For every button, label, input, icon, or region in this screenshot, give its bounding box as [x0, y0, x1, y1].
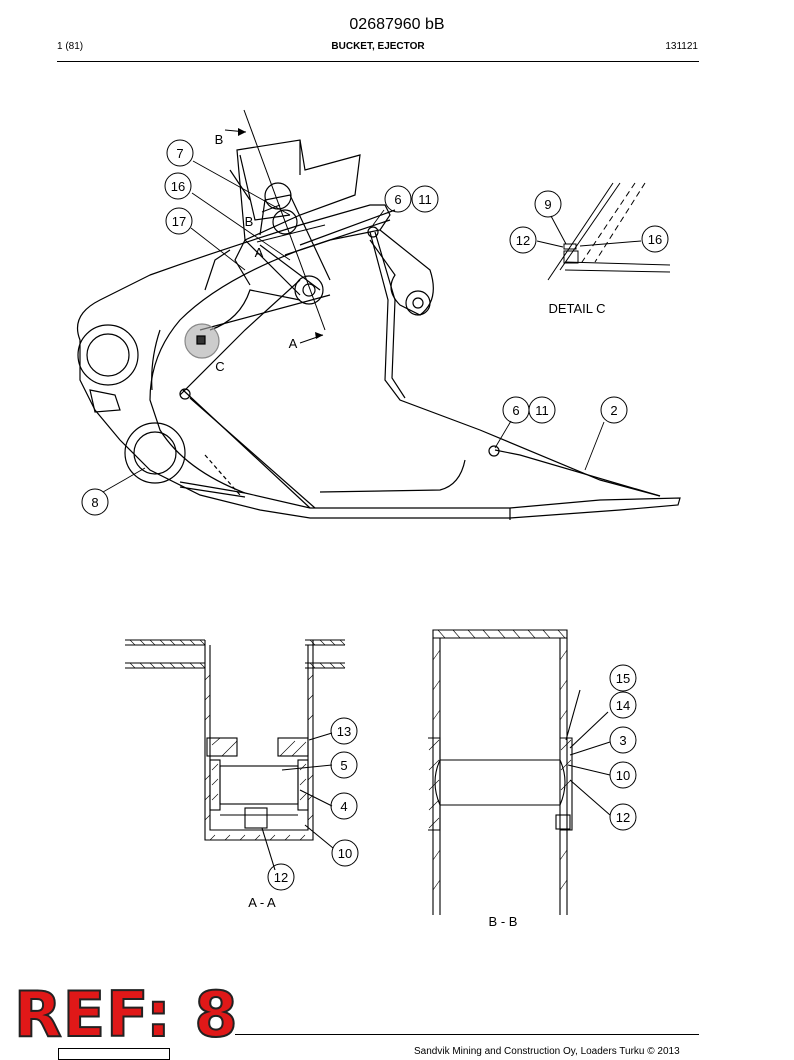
section-letter-a-bottom: A: [289, 336, 298, 351]
section-b-b-hatch: [428, 629, 572, 891]
callout-aa-10: 10: [338, 846, 352, 861]
callout-bb-10: 10: [616, 768, 630, 783]
callout-7: 7: [176, 146, 183, 161]
callout-bb-3: 3: [619, 733, 626, 748]
bucket-outline: [76, 139, 681, 520]
callout-8: 8: [91, 495, 98, 510]
section-a-a: [125, 639, 345, 871]
callout-17: 17: [172, 214, 186, 229]
callout-aa-4: 4: [340, 799, 347, 814]
section-letter-a-inner: A: [255, 245, 264, 260]
header-title: BUCKET, EJECTOR: [331, 41, 425, 52]
detail-c: [536, 182, 671, 281]
section-b-b-label: B - B: [489, 914, 518, 929]
leader-lines: [102, 160, 605, 493]
detail-letter-c: C: [215, 359, 224, 374]
callout-16-detail: 16: [648, 232, 662, 247]
section-letter-b-top: B: [215, 132, 224, 147]
callout-bb-15: 15: [616, 671, 630, 686]
callout-11: 11: [418, 192, 432, 207]
footer-rule: [235, 1034, 699, 1035]
section-arrows: [238, 128, 323, 339]
callout-11-lower: 11: [535, 403, 549, 418]
header-page: 1 (81): [57, 41, 84, 52]
header-doc-number: 02687960 bB: [349, 16, 445, 33]
callout-6-lower: 6: [512, 403, 519, 418]
detail-c-label: DETAIL C: [548, 301, 605, 316]
callout-circles: [81, 139, 669, 891]
section-a-a-label: A - A: [248, 895, 276, 910]
callout-aa-13: 13: [337, 724, 351, 739]
section-letter-b-inner: B: [245, 214, 254, 229]
header-rule: [57, 61, 699, 62]
callout-6: 6: [394, 192, 401, 207]
reference-stamp: REF: 8: [13, 978, 239, 1051]
callout-2: 2: [610, 403, 617, 418]
header-date-code: 131121: [665, 41, 698, 52]
callout-9: 9: [544, 197, 551, 212]
callout-aa-5: 5: [340, 758, 347, 773]
callout-12-detail: 12: [516, 233, 530, 248]
footer-copyright: Sandvik Mining and Construction Oy, Load…: [414, 1046, 680, 1057]
callout-aa-12: 12: [274, 870, 288, 885]
section-a-a-hatch: [129, 639, 346, 841]
detail-c-marker: [184, 323, 220, 359]
section-b-b: [428, 629, 611, 915]
callout-16: 16: [171, 179, 185, 194]
callout-bb-14: 14: [616, 698, 630, 713]
section-lines: [224, 109, 326, 344]
callout-bb-12: 12: [616, 810, 630, 825]
pivot-bosses: [77, 182, 500, 484]
brand-logo-box: [58, 1048, 170, 1060]
